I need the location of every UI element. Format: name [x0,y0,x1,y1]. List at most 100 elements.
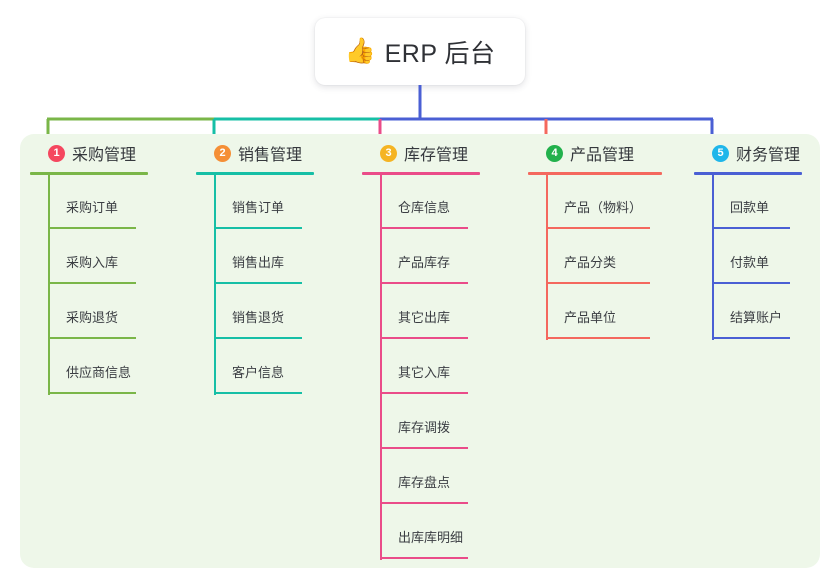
branch-column-4: 4 产品管理产品（物料） 产品分类产品单位 [528,140,662,340]
branch-item-underline [214,227,302,229]
branch-item-label: 客户信息 [232,365,285,380]
branch-item[interactable]: 客户信息 [196,340,314,395]
branch-item-label: 结算账户 [730,310,783,325]
branch-title: 采购管理 [72,147,137,164]
branch-items: 采购订单采购入库采购退货供应商信息 [30,175,148,395]
branch-item-underline [214,392,302,394]
branch-underline [30,172,148,175]
branch-item-underline [380,557,468,559]
thumbs-up-icon: 👍 [344,37,376,65]
branch-item[interactable]: 仓库信息 [362,175,480,230]
branch-badge-4: 4 [546,144,563,162]
root-node[interactable]: 👍 ERP 后台 [315,18,525,85]
branch-item[interactable]: 采购退货 [30,285,148,340]
branch-item-underline [380,227,468,229]
branch-item-label: 产品单位 [564,310,617,325]
branch-spine [712,175,714,340]
branch-column-3: 3 库存管理仓库信息产品库存其它出库其它入库库存调拨库存盘点出库库明细 [362,140,480,560]
branch-spine [380,175,382,560]
branch-item[interactable]: 出库库明细 [362,505,480,560]
branch-item[interactable]: 产品库存 [362,230,480,285]
branch-item-underline [712,227,790,229]
branch-item[interactable]: 产品分类 [528,230,662,285]
branch-underline [694,172,802,175]
branch-title: 库存管理 [404,147,469,164]
branch-item-underline [712,282,790,284]
branch-item-label: 库存盘点 [398,475,451,490]
branch-item-label: 采购入库 [66,255,119,270]
branch-item[interactable]: 库存盘点 [362,450,480,505]
root-title: ERP 后台 [384,39,496,68]
branch-item[interactable]: 销售出库 [196,230,314,285]
branch-item[interactable]: 结算账户 [694,285,802,340]
branch-column-2: 2 销售管理销售订单销售出库销售退货客户信息 [196,140,314,395]
branch-item-underline [48,227,136,229]
branch-item[interactable]: 回款单 [694,175,802,230]
branch-spine [48,175,50,395]
branch-item[interactable]: 产品单位 [528,285,662,340]
branch-header-3[interactable]: 3 库存管理 [362,140,480,166]
branch-item-underline [380,392,468,394]
branch-item-underline [380,282,468,284]
branch-item-label: 产品（物料） [564,200,643,215]
branch-item-label: 供应商信息 [66,365,132,380]
branch-item[interactable]: 销售退货 [196,285,314,340]
branch-header-5[interactable]: 5 财务管理 [694,140,802,166]
branch-item[interactable]: 采购入库 [30,230,148,285]
branch-item-underline [48,337,136,339]
branch-item-label: 产品分类 [564,255,617,270]
branch-header-2[interactable]: 2 销售管理 [196,140,314,166]
branch-items: 仓库信息产品库存其它出库其它入库库存调拨库存盘点出库库明细 [362,175,480,560]
branch-badge-2: 2 [214,144,231,162]
branches-panel [20,134,820,568]
branch-item-underline [546,282,650,284]
branch-items: 产品（物料） 产品分类产品单位 [528,175,662,340]
branch-item-underline [380,502,468,504]
branch-item-label: 其它出库 [398,310,451,325]
branch-item-label: 销售出库 [232,255,285,270]
branch-item-label: 采购退货 [66,310,119,325]
branch-item-label: 回款单 [730,200,770,215]
branch-underline [528,172,662,175]
branch-spine [214,175,216,395]
branch-item-underline [546,337,650,339]
branch-item[interactable]: 其它入库 [362,340,480,395]
branch-item-label: 付款单 [730,255,770,270]
branch-item-underline [214,337,302,339]
branch-badge-5: 5 [712,144,729,162]
branch-underline [362,172,480,175]
branch-header-4[interactable]: 4 产品管理 [528,140,662,166]
branch-item-label: 出库库明细 [398,530,464,545]
branch-item-label: 库存调拨 [398,420,451,435]
branch-item[interactable]: 采购订单 [30,175,148,230]
branch-item[interactable]: 销售订单 [196,175,314,230]
branch-item-underline [380,447,468,449]
branch-badge-3: 3 [380,144,397,162]
branch-spine [546,175,548,340]
branch-item[interactable]: 库存调拨 [362,395,480,450]
branch-item-label: 销售订单 [232,200,285,215]
branch-title: 销售管理 [238,147,303,164]
branch-item-underline [546,227,650,229]
branch-column-1: 1 采购管理采购订单采购入库采购退货供应商信息 [30,140,148,395]
branch-item-label: 仓库信息 [398,200,451,215]
branch-item-label: 采购订单 [66,200,119,215]
branch-title: 产品管理 [570,147,635,164]
branch-items: 销售订单销售出库销售退货客户信息 [196,175,314,395]
branch-item-label: 产品库存 [398,255,451,270]
branch-item[interactable]: 供应商信息 [30,340,148,395]
branch-underline [196,172,314,175]
branch-item[interactable]: 产品（物料） [528,175,662,230]
branch-item[interactable]: 其它出库 [362,285,480,340]
branch-badge-1: 1 [48,144,65,162]
branch-title: 财务管理 [736,147,801,164]
branch-item-underline [380,337,468,339]
branch-item-underline [712,337,790,339]
branch-header-1[interactable]: 1 采购管理 [30,140,148,166]
branch-item-underline [48,282,136,284]
branch-item[interactable]: 付款单 [694,230,802,285]
branch-item-label: 其它入库 [398,365,451,380]
branch-items: 回款单付款单结算账户 [694,175,802,340]
branch-item-underline [48,392,136,394]
